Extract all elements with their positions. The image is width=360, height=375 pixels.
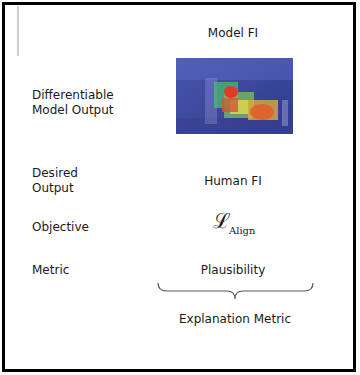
heatmap-hotspot	[224, 86, 238, 98]
row-label: Desired Output	[32, 166, 122, 196]
heatmap-hotspot	[250, 104, 274, 120]
column-header: Model FI	[173, 26, 293, 41]
heatmap-patch	[222, 98, 238, 112]
math-subscript: Align	[229, 226, 269, 236]
edge-line	[18, 6, 19, 56]
cell-text: Plausibility	[168, 263, 298, 278]
heatmap-band	[176, 58, 293, 80]
heatmap-image	[176, 58, 293, 134]
cell-text: Human FI	[173, 174, 293, 189]
brace-label: Explanation Metric	[150, 312, 320, 327]
curly-brace	[158, 283, 313, 299]
heatmap-background	[176, 58, 293, 134]
heatmap-figure	[282, 100, 288, 126]
row-label: Metric	[32, 263, 132, 278]
heatmap-patch	[248, 100, 278, 120]
row-label: Differentiable Model Output	[32, 88, 120, 118]
heatmap-band	[176, 118, 293, 134]
row-label: Objective	[32, 220, 132, 235]
